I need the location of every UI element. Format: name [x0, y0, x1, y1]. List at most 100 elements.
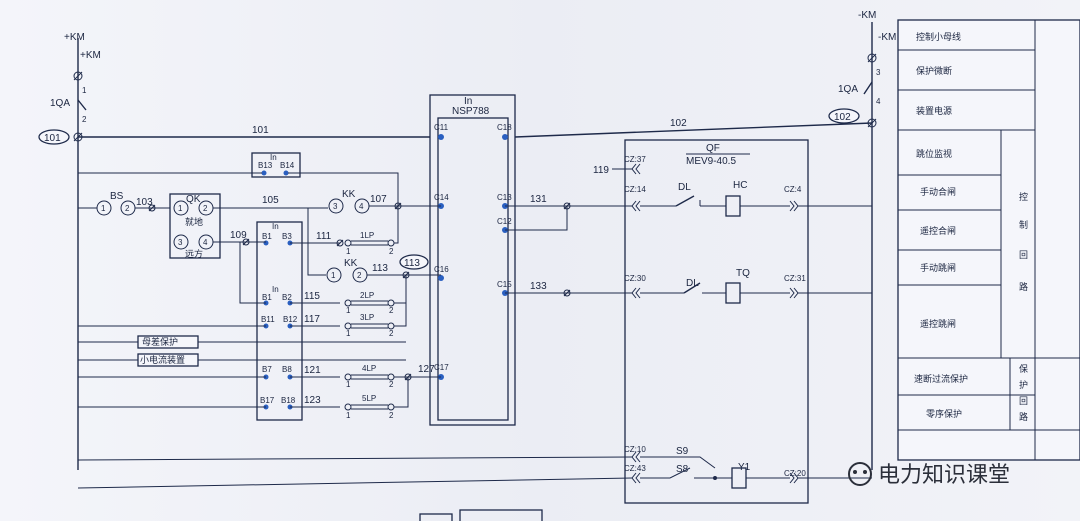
svg-text:C12: C12 [497, 217, 512, 226]
svg-text:手动跳闸: 手动跳闸 [920, 262, 956, 274]
plate-1lp: 1LP 1 2 [344, 231, 395, 256]
svg-text:5LP: 5LP [362, 394, 376, 403]
function-legend-table: 控制小母线 保护微断 装置电源 跳位监视 手动合闸 遥控合闸 手动跳闸 遥控跳闸… [897, 19, 1080, 461]
svg-text:127: 127 [418, 364, 435, 375]
svg-text:102: 102 [670, 118, 687, 129]
svg-text:1QA: 1QA [50, 98, 70, 109]
svg-text:101: 101 [44, 133, 61, 144]
svg-text:控制小母线: 控制小母线 [916, 31, 961, 43]
svg-text:DL: DL [686, 278, 699, 289]
nsp788-device: In NSP788 C11 C18 C14 C13 C12 C16 C15 C1… [429, 94, 516, 426]
svg-text:102: 102 [834, 112, 851, 123]
svg-text:2: 2 [357, 271, 362, 280]
svg-text:CZ:37: CZ:37 [624, 155, 646, 164]
right-supply: -KM -KM 3 1QA 4 102 [828, 10, 896, 470]
svg-text:3LP: 3LP [360, 313, 374, 322]
svg-text:2: 2 [82, 115, 87, 124]
svg-text:回: 回 [1019, 250, 1028, 261]
svg-text:113: 113 [404, 258, 420, 269]
svg-text:NSP788: NSP788 [452, 106, 490, 117]
svg-text:3: 3 [333, 202, 338, 211]
svg-text:回: 回 [1019, 396, 1028, 407]
svg-text:123: 123 [304, 395, 321, 406]
lockout-circuit: S9 S8 Y1 [631, 446, 872, 489]
svg-text:3: 3 [178, 238, 183, 247]
svg-text:B17: B17 [260, 396, 275, 405]
svg-text:MEV9-40.5: MEV9-40.5 [686, 156, 736, 167]
svg-text:B11: B11 [261, 315, 275, 324]
svg-text:CZ:4: CZ:4 [784, 185, 802, 194]
svg-text:107: 107 [370, 194, 387, 205]
svg-text:2: 2 [389, 329, 394, 338]
plate-3lp: 3LP 1 2 [344, 313, 395, 338]
svg-text:QK: QK [186, 194, 201, 205]
svg-text:2: 2 [389, 247, 394, 256]
svg-text:遥控跳闸: 遥控跳闸 [920, 318, 956, 330]
svg-text:C16: C16 [434, 265, 449, 274]
svg-text:2: 2 [203, 204, 208, 213]
svg-text:路: 路 [1019, 281, 1028, 293]
svg-text:B7: B7 [262, 365, 272, 374]
small-current-label: 小电流装置 [78, 353, 406, 367]
svg-text:1QA: 1QA [838, 84, 858, 95]
svg-text:4: 4 [359, 202, 364, 211]
plate-4lp: 4LP 1 2 [344, 364, 395, 389]
svg-text:CZ:30: CZ:30 [624, 274, 646, 283]
svg-text:S9: S9 [676, 446, 689, 457]
svg-text:C13: C13 [497, 193, 512, 202]
svg-text:B1: B1 [262, 293, 272, 302]
svg-text:2: 2 [125, 204, 130, 213]
svg-text:B1: B1 [262, 232, 272, 241]
svg-text:B13: B13 [258, 161, 273, 170]
svg-text:零序保护: 零序保护 [926, 408, 962, 420]
plate-5lp: 5LP 1 2 [344, 394, 395, 420]
svg-text:保护微断: 保护微断 [916, 65, 952, 77]
svg-text:101: 101 [252, 125, 269, 136]
svg-text:1: 1 [346, 329, 351, 338]
svg-text:1: 1 [346, 380, 351, 389]
plate-2lp: 2LP 1 2 [344, 291, 395, 315]
trip-circuit: DL TQ [640, 268, 872, 304]
bs-switch: BS 1 2 103 [78, 191, 170, 216]
svg-text:TQ: TQ [736, 268, 750, 279]
node-101: 101 [38, 129, 70, 145]
svg-text:装置电源: 装置电源 [916, 105, 952, 117]
svg-text:CZ:31: CZ:31 [784, 274, 806, 283]
watermark: 电力知识课堂 [848, 462, 1010, 488]
svg-text:KK: KK [342, 189, 356, 200]
svg-text:C17: C17 [434, 363, 449, 372]
svg-text:B12: B12 [283, 315, 298, 324]
svg-text:1LP: 1LP [360, 231, 374, 240]
svg-text:母差保护: 母差保护 [142, 336, 178, 348]
svg-text:121: 121 [304, 365, 321, 376]
svg-text:In: In [272, 222, 279, 231]
svg-text:4: 4 [876, 97, 881, 106]
bus-protection-label: 母差保护 [78, 335, 406, 349]
svg-text:手动合闸: 手动合闸 [920, 186, 956, 198]
kk-switch-2: KK 1 2 113 113 [326, 254, 441, 283]
svg-text:+KM: +KM [64, 32, 85, 43]
svg-text:119: 119 [593, 165, 609, 176]
svg-text:远方: 远方 [185, 248, 203, 260]
svg-text:109: 109 [230, 230, 247, 241]
qk-switch: QK 1 2 就地 3 4 远方 [169, 193, 221, 260]
svg-text:1: 1 [346, 247, 351, 256]
svg-text:C18: C18 [497, 123, 512, 132]
svg-text:C14: C14 [434, 193, 449, 202]
svg-text:C15: C15 [497, 280, 512, 289]
svg-text:B18: B18 [281, 396, 296, 405]
svg-text:131: 131 [530, 194, 547, 205]
svg-text:1: 1 [101, 204, 106, 213]
svg-text:小电流装置: 小电流装置 [140, 354, 185, 366]
svg-text:113: 113 [372, 263, 388, 274]
svg-text:B3: B3 [282, 232, 292, 241]
svg-text:HC: HC [733, 180, 747, 191]
svg-text:CZ:14: CZ:14 [624, 185, 646, 194]
svg-text:117: 117 [304, 314, 320, 325]
svg-text:CZ:43: CZ:43 [624, 464, 646, 473]
svg-text:133: 133 [530, 281, 547, 292]
svg-text:-KM: -KM [878, 32, 896, 43]
svg-text:遥控合闸: 遥控合闸 [920, 225, 956, 237]
svg-text:B8: B8 [282, 365, 292, 374]
